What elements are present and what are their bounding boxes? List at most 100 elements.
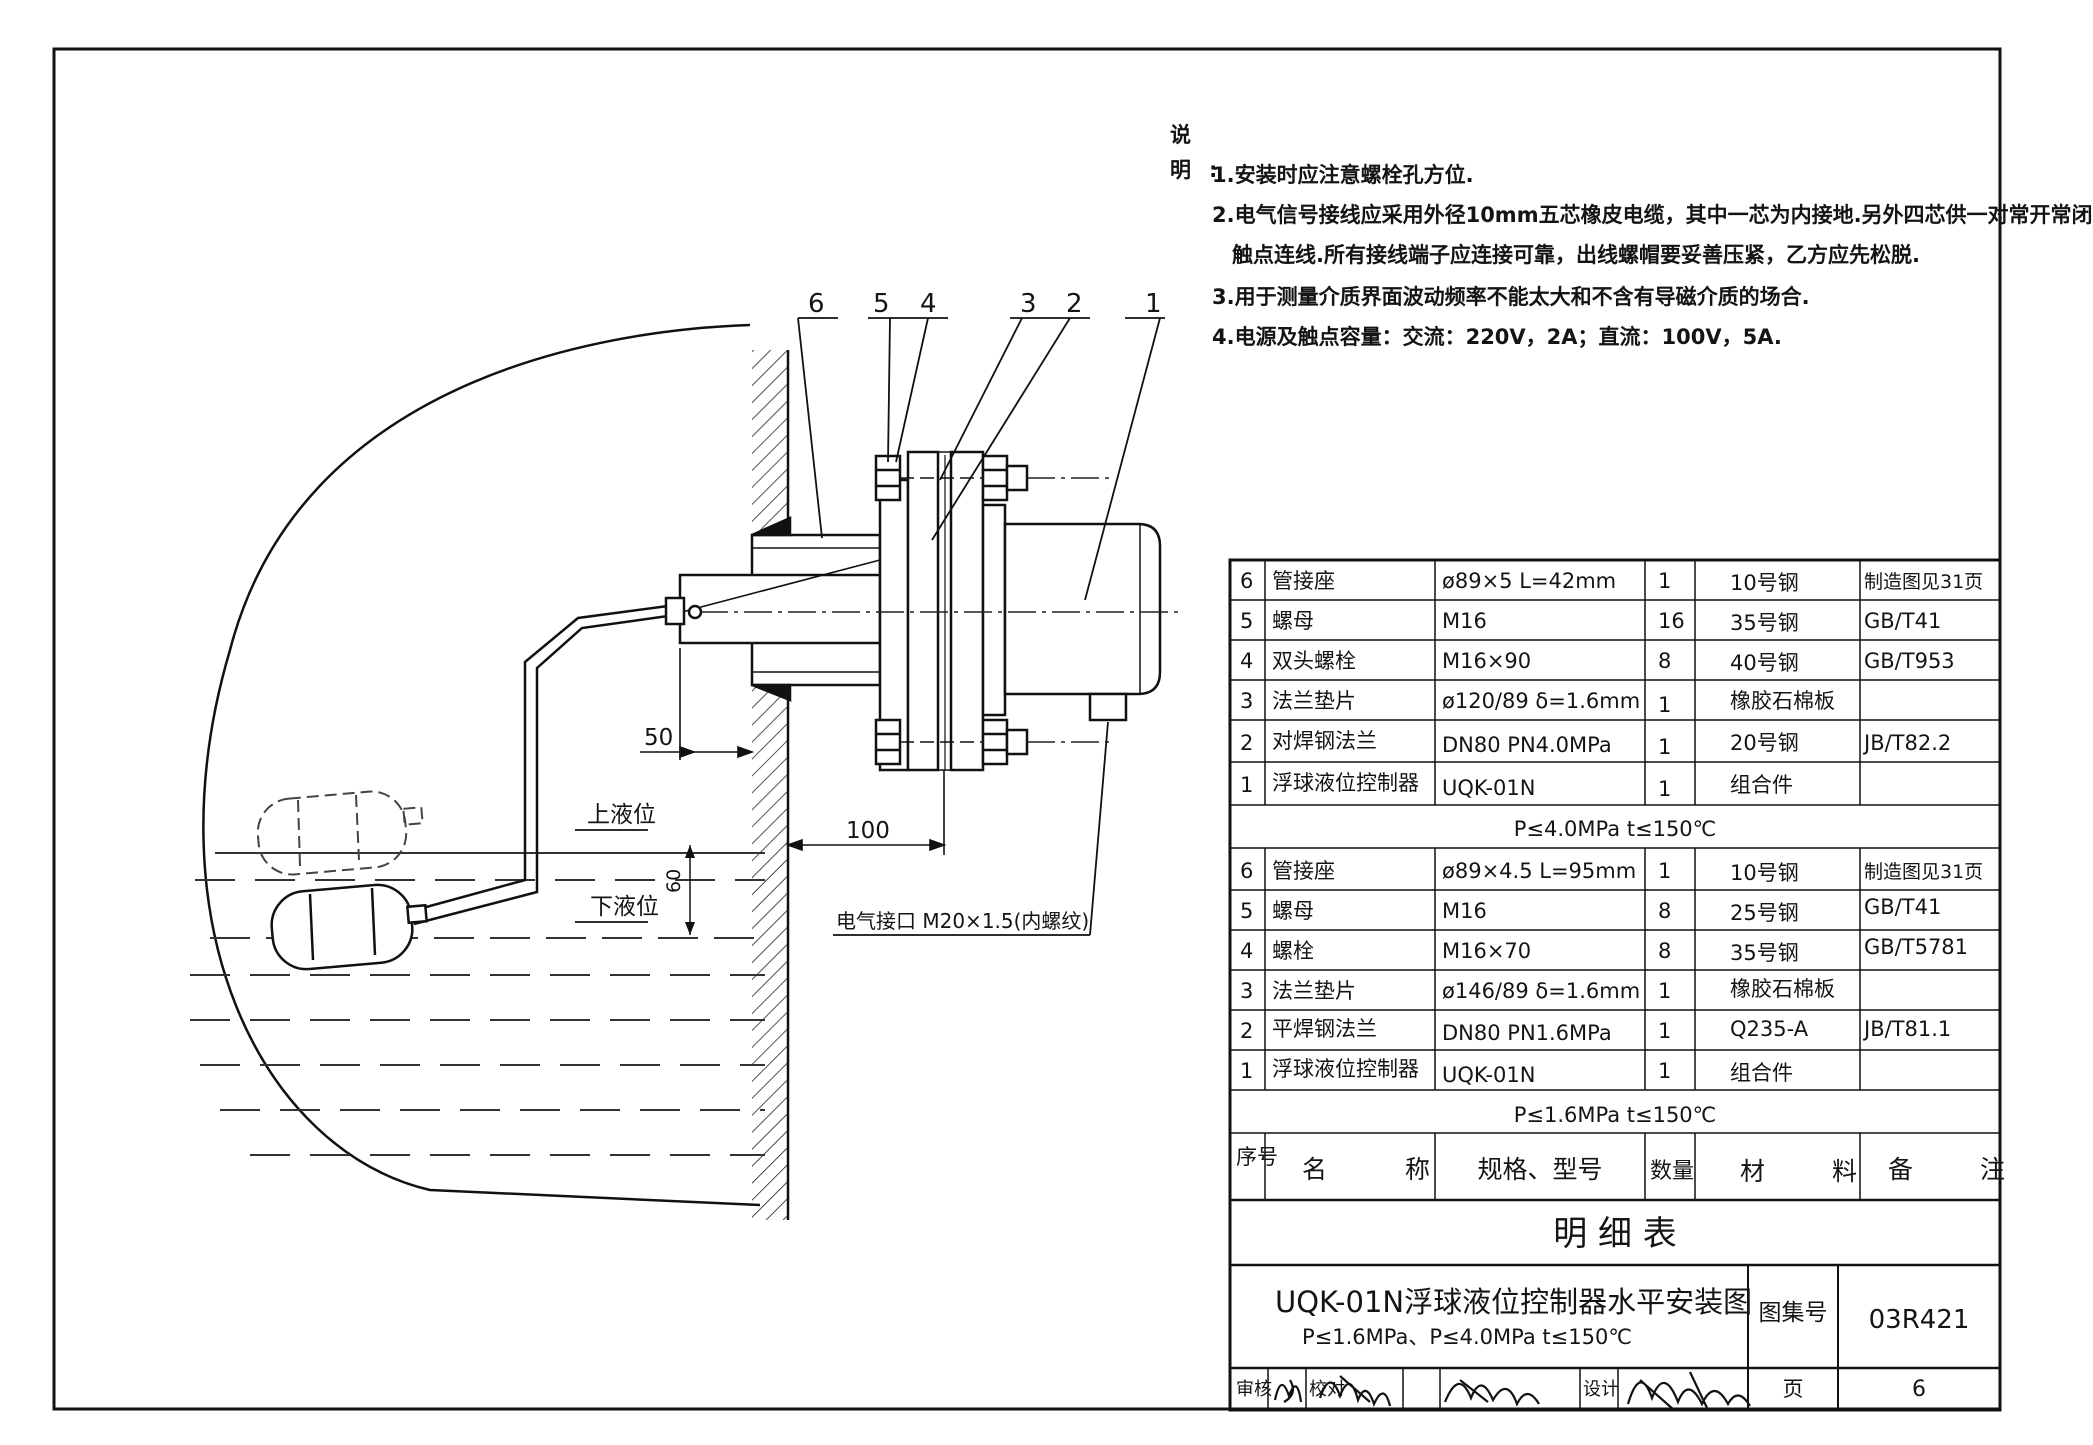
header-mat-b: 料 [1832, 1157, 1857, 1186]
svg-text:对焊钢法兰: 对焊钢法兰 [1272, 729, 1377, 753]
svg-text:4: 4 [1240, 939, 1253, 963]
svg-text:1: 1 [1658, 1059, 1671, 1083]
page-number: 6 [1912, 1377, 1926, 1402]
float-ball-lower [270, 883, 429, 971]
svg-text:4: 4 [1240, 649, 1253, 673]
svg-text:3: 3 [1240, 689, 1253, 713]
svg-text:组合件: 组合件 [1730, 1061, 1793, 1085]
svg-text:UQK-01N: UQK-01N [1442, 1063, 1535, 1087]
callout-2: 2 [1066, 289, 1083, 319]
check-label: 校对 [1309, 1379, 1345, 1400]
controller-body [1003, 522, 1162, 722]
svg-text:M16×90: M16×90 [1442, 649, 1531, 673]
design-label: 设计 [1583, 1379, 1619, 1400]
svg-text:1: 1 [1240, 1059, 1253, 1083]
svg-text:螺栓: 螺栓 [1272, 939, 1314, 963]
float-rod [407, 604, 669, 926]
svg-text:ø120/89 δ=1.6mm: ø120/89 δ=1.6mm [1442, 689, 1640, 713]
header-name-a: 名 [1302, 1155, 1327, 1184]
electric-port-leader [833, 721, 1109, 936]
svg-text:GB/T953: GB/T953 [1864, 649, 1955, 673]
svg-text:5: 5 [1240, 609, 1253, 633]
svg-text:橡胶石棉板: 橡胶石棉板 [1730, 689, 1835, 713]
upper-level-label: 上液位 [587, 802, 656, 828]
header-qty: 数量 [1650, 1159, 1694, 1184]
drawing-title: UQK-01N浮球液位控制器水平安装图 [1275, 1285, 1752, 1319]
svg-text:35号钢: 35号钢 [1730, 941, 1799, 965]
atlas-label: 图集号 [1759, 1300, 1828, 1326]
table-title: 明 细 表 [1553, 1214, 1677, 1254]
review-label: 审核 [1236, 1379, 1272, 1400]
svg-text:ø89×5 L=42mm: ø89×5 L=42mm [1442, 569, 1616, 593]
dim-50-group [640, 648, 755, 760]
header-note-b: 注 [1980, 1155, 2005, 1184]
svg-text:DN80 PN1.6MPa: DN80 PN1.6MPa [1442, 1021, 1612, 1045]
svg-text:制造图见31页: 制造图见31页 [1864, 571, 1983, 593]
callout-4: 4 [920, 289, 937, 319]
svg-text:Q235-A: Q235-A [1730, 1017, 1809, 1041]
svg-text:1: 1 [1658, 1019, 1671, 1043]
signature-check [1443, 1379, 1540, 1407]
svg-text:M16: M16 [1442, 899, 1487, 923]
group1-condition: P≤4.0MPa t≤150℃ [1514, 817, 1717, 841]
signature-review [1273, 1379, 1303, 1403]
header-spec: 规格、型号 [1477, 1155, 1602, 1184]
svg-text:1: 1 [1240, 773, 1253, 797]
header-mat-a: 材 [1740, 1157, 1765, 1186]
callout-1: 1 [1145, 289, 1162, 319]
tank-outline [202, 323, 761, 1207]
signatures [1273, 1371, 1751, 1411]
bom-table [1228, 558, 2002, 1412]
note-4: 4.电源及触点容量：交流：220V，2A；直流：100V，5A. [1212, 325, 1782, 349]
svg-text:GB/T41: GB/T41 [1864, 895, 1941, 919]
svg-text:UQK-01N: UQK-01N [1442, 776, 1535, 800]
tank-wall [202, 323, 790, 1220]
svg-text:ø89×4.5 L=95mm: ø89×4.5 L=95mm [1442, 859, 1636, 883]
header-seq-1: 序号 [1236, 1145, 1278, 1169]
svg-text:浮球液位控制器: 浮球液位控制器 [1272, 771, 1419, 795]
svg-text:6: 6 [1240, 859, 1253, 883]
float-ball-upper [256, 790, 424, 876]
svg-text:2: 2 [1240, 731, 1253, 755]
svg-text:3: 3 [1240, 979, 1253, 1003]
svg-text:JB/T82.2: JB/T82.2 [1862, 731, 1951, 755]
svg-text:10号钢: 10号钢 [1730, 861, 1799, 885]
note-2-cont: 触点连线.所有接线端子应连接可靠，出线螺帽要妥善压紧，乙方应先松脱. [1232, 243, 1920, 267]
svg-text:20号钢: 20号钢 [1730, 731, 1799, 755]
signature-design [1626, 1371, 1751, 1411]
atlas-number: 03R421 [1869, 1305, 1970, 1335]
svg-text:5: 5 [1240, 899, 1253, 923]
svg-text:橡胶石棉板: 橡胶石棉板 [1730, 977, 1835, 1001]
svg-text:平焊钢法兰: 平焊钢法兰 [1272, 1017, 1377, 1041]
controller-stem [664, 559, 882, 645]
dim-60: 60 [663, 869, 685, 893]
notes-heading: 说 明: [1170, 123, 1236, 182]
svg-text:螺母: 螺母 [1272, 899, 1314, 923]
svg-text:2: 2 [1240, 1019, 1253, 1043]
svg-text:1: 1 [1658, 693, 1671, 717]
header-note-a: 备 [1888, 1155, 1913, 1184]
svg-text:法兰垫片: 法兰垫片 [1272, 979, 1356, 1003]
svg-text:制造图见31页: 制造图见31页 [1864, 861, 1983, 883]
header-name-b: 称 [1405, 1155, 1430, 1184]
svg-text:M16: M16 [1442, 609, 1487, 633]
svg-text:6: 6 [1240, 569, 1253, 593]
svg-text:ø146/89 δ=1.6mm: ø146/89 δ=1.6mm [1442, 979, 1640, 1003]
svg-text:组合件: 组合件 [1730, 773, 1793, 797]
signature-review-2 [1318, 1375, 1392, 1408]
svg-text:JB/T81.1: JB/T81.1 [1862, 1017, 1951, 1041]
callout-5: 5 [873, 289, 890, 319]
bom-header: 序号 名 称 规格、型号 数量 材 料 备 注 [1236, 1145, 2005, 1186]
note-3: 3.用于测量介质界面波动频率不能太大和不含有导磁介质的场合. [1212, 285, 1810, 309]
callouts [797, 317, 1165, 601]
group2-condition: P≤1.6MPa t≤150℃ [1514, 1103, 1717, 1127]
callout-6: 6 [808, 289, 825, 319]
